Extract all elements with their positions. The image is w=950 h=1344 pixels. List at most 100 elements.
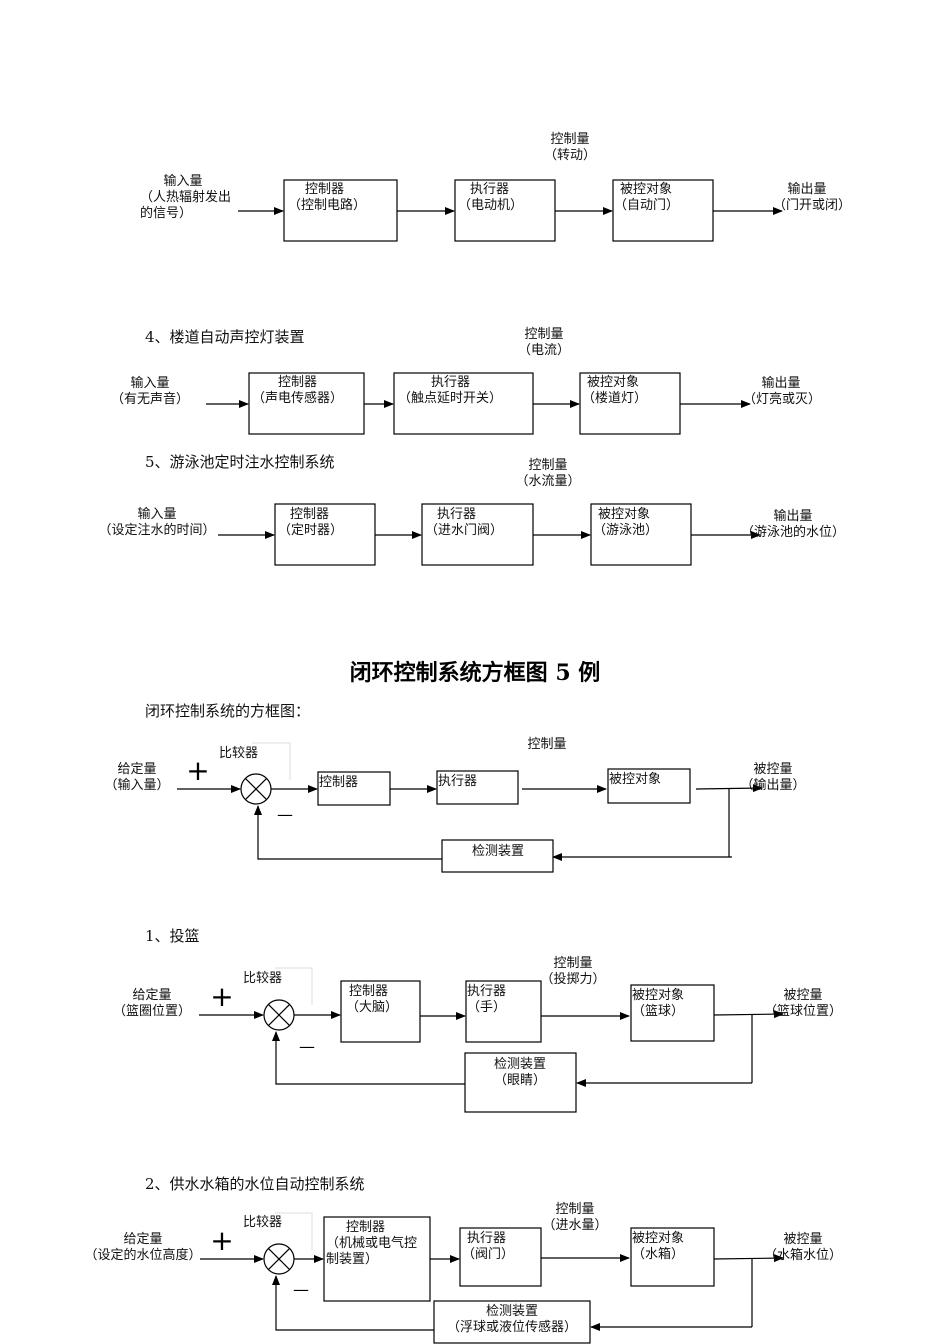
actuator-block (459, 1227, 542, 1287)
sensor-block (464, 1052, 577, 1113)
plant-block (630, 984, 715, 1042)
controller-label: 控制器 (305, 182, 344, 197)
closed-loop-diagram-water-tank: 2、供水水箱的水位自动控制系统 比较器 控制量 （进水量） 给定量 （设定的水位… (84, 1175, 842, 1344)
plant-block (607, 768, 691, 804)
controller-block (323, 1216, 431, 1302)
setpoint-label: 给定量 (132, 988, 171, 1003)
controller-detail: （控制电路） (288, 197, 366, 213)
plant-label: 被控对象 (632, 988, 684, 1003)
controller-detail-line2: 制装置） (326, 1252, 378, 1267)
control-quantity-detail: （转动） (544, 148, 596, 163)
actuator-detail: （手） (467, 1000, 506, 1015)
sensor-detail: （眼睛） (494, 1073, 546, 1088)
plant-detail: （水箱） (632, 1246, 684, 1262)
actuator-detail: （电动机） (458, 198, 523, 213)
controller-block (340, 980, 421, 1043)
actuator-label: 执行器 (470, 182, 509, 197)
controller-detail: （定时器） (278, 523, 343, 538)
input-detail: （设定注水的时间） (98, 522, 215, 538)
signal-arrow (713, 1254, 784, 1263)
closed-loop-diagram-basketball: 1、投篮 比较器 控制量 （投掷力） 给定量 （篮圈位置） + — 控制器 （大… (113, 927, 842, 1113)
output-label: 输出量 (773, 508, 812, 524)
control-quantity-label: 控制量 (528, 458, 567, 473)
closed-loop-diagram-generic: 闭环控制系统的方框图： 比较器 控制量 给定量 （输入量） + — 控制器 执行… (104, 702, 806, 873)
setpoint-label: 给定量 (123, 1232, 162, 1247)
control-quantity-label: 控制量 (553, 956, 592, 971)
output-label: 被控量 (783, 1232, 822, 1247)
comparator-label: 比较器 (219, 746, 258, 761)
section-caption: 闭环控制系统的方框图： (145, 702, 310, 720)
actuator-label: 执行器 (467, 1231, 506, 1246)
sensor-block (433, 1300, 591, 1344)
plus-sign: + (210, 980, 233, 1013)
plant-detail: （篮球） (632, 1004, 684, 1019)
actuator-label: 执行器 (438, 774, 477, 789)
controller-block (248, 372, 365, 435)
actuator-block (393, 372, 534, 435)
input-detail-line1: （人热辐射发出 (140, 189, 231, 205)
open-loop-diagram-swimming-pool: 5、游泳池定时注水控制系统 控制量 （水流量） 输入量 （设定注水的时间） 控制… (98, 453, 845, 566)
plant-block (630, 1227, 715, 1287)
section-heading: 5、游泳池定时注水控制系统 (145, 453, 335, 471)
sensor-detail: （浮球或液位传感器） (447, 1319, 577, 1335)
input-detail: （有无声音） (111, 391, 189, 407)
controller-detail: （声电传感器） (252, 390, 343, 406)
plant-label: 被控对象 (632, 1231, 684, 1246)
output-detail: （水箱水位） (764, 1247, 842, 1263)
plant-label: 被控对象 (598, 507, 650, 522)
input-detail-line2: 的信号） (140, 205, 192, 221)
section-heading: 4、楼道自动声控灯装置 (145, 328, 305, 346)
input-label: 输入量 (130, 375, 169, 391)
sensor-label: 检测装置 (494, 1057, 546, 1072)
comparator-label-frame (252, 742, 291, 780)
actuator-detail: （阀门） (462, 1247, 514, 1262)
setpoint-detail: （设定的水位高度） (84, 1247, 201, 1263)
plant-block (590, 503, 692, 566)
output-label: 输出量 (761, 375, 800, 391)
comparator-label-frame (275, 1212, 313, 1250)
sensor-block (441, 839, 554, 873)
comparator-label: 比较器 (243, 1215, 282, 1230)
input-label: 输入量 (137, 506, 176, 522)
plus-sign: + (210, 1224, 233, 1257)
control-quantity-label: 控制量 (527, 737, 566, 752)
plant-detail: （游泳池） (593, 523, 658, 538)
comparator-cross (244, 777, 268, 801)
output-label: 被控量 (753, 762, 792, 777)
plant-label: 被控对象 (609, 772, 661, 787)
feedback-arrow (254, 805, 442, 860)
output-detail: （输出量） (740, 777, 805, 793)
actuator-detail: （触点延时开关） (398, 391, 502, 406)
controller-detail-line1: （机械或电气控 (326, 1235, 417, 1251)
comparator-cross (267, 1247, 291, 1271)
minus-sign: — (299, 1037, 315, 1056)
plant-label: 被控对象 (620, 182, 672, 197)
actuator-block (421, 503, 534, 566)
controller-label: 控制器 (290, 507, 329, 522)
actuator-label: 执行器 (437, 507, 476, 522)
input-label: 输入量 (163, 173, 202, 189)
section-heading: 2、供水水箱的水位自动控制系统 (145, 1175, 365, 1193)
sensor-label: 检测装置 (472, 844, 524, 859)
controller-block (274, 503, 376, 566)
output-detail: （篮球位置） (764, 1004, 842, 1019)
minus-sign: — (277, 805, 293, 824)
actuator-block (454, 179, 556, 242)
controller-label: 控制器 (346, 1220, 385, 1235)
actuator-label: 执行器 (467, 984, 506, 999)
feedback-arrow (272, 1031, 465, 1085)
plant-block (579, 372, 681, 435)
comparator-cross (267, 1003, 291, 1027)
control-quantity-label: 控制量 (524, 327, 563, 342)
controller-label: 控制器 (349, 984, 388, 999)
actuator-label: 执行器 (431, 375, 470, 390)
signal-arrow (713, 1010, 784, 1019)
open-loop-diagram-door: 控制量 （转动） 输入量 （人热辐射发出 的信号） 控制器 （控制电路） 执行器… (140, 132, 851, 242)
controller-block (317, 771, 391, 806)
page-title: 闭环控制系统方框图 5 例 (350, 660, 601, 686)
setpoint-detail: （篮圈位置） (113, 1004, 191, 1019)
comparator-label: 比较器 (243, 971, 282, 986)
plant-detail: （自动门） (614, 198, 679, 213)
setpoint-label: 给定量 (117, 762, 156, 777)
